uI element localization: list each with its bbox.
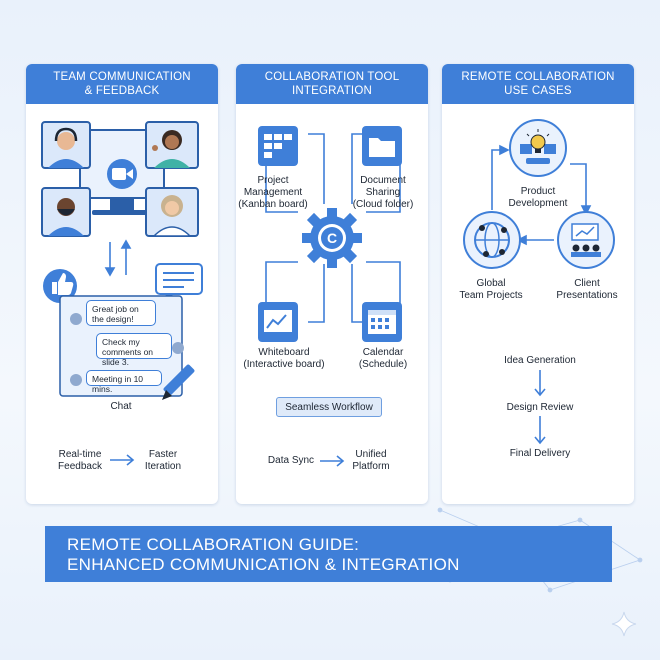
case-client-label: Client Presentations — [548, 278, 626, 302]
seamless-workflow-badge: Seamless Workflow — [276, 397, 382, 417]
gear-hub-icon — [302, 208, 362, 268]
integration-panel-header: COLLABORATION TOOL INTEGRATION — [236, 64, 428, 104]
tool-document-line1: Document — [360, 175, 406, 186]
case-global-line1: Global — [476, 278, 506, 289]
use-cases-panel-header: REMOTE COLLABORATION USE CASES — [442, 64, 634, 104]
tool-project-line2: Management — [243, 187, 303, 198]
case-product-label: Product Development — [503, 186, 573, 210]
chat-bubble-icon — [155, 263, 203, 302]
tool-calendar-line2: (Schedule) — [358, 359, 408, 370]
use-cases-cycle — [463, 119, 615, 269]
lightbulb-icon — [509, 119, 567, 177]
tool-calendar-label: Calendar (Schedule) — [346, 347, 420, 371]
pencil-icon — [162, 364, 195, 400]
case-global-line2: Team Projects — [459, 290, 523, 301]
tool-document-line3: (Cloud folder) — [352, 199, 414, 210]
tool-whiteboard-label: Whiteboard (Interactive board) — [234, 347, 334, 371]
integration-title-line1: COLLABORATION TOOL — [264, 71, 400, 83]
kanban-icon — [258, 126, 298, 166]
hub-letter: C — [327, 230, 337, 246]
tool-whiteboard-line2: (Interactive board) — [243, 359, 325, 370]
case-global-label: Global Team Projects — [450, 278, 532, 302]
banner-line1: REMOTE COLLABORATION GUIDE: — [67, 535, 360, 554]
tool-whiteboard-line1: Whiteboard — [258, 347, 310, 358]
globe-icon — [463, 211, 521, 269]
communication-title-line2: & FEEDBACK — [84, 85, 160, 97]
chat-avatar-icon — [70, 313, 184, 386]
chat-message-3: Meeting in 10 mins. — [86, 370, 162, 394]
use-cases-title-line1: REMOTE COLLABORATION — [461, 71, 615, 83]
banner-line2: ENHANCED COMMUNICATION & INTEGRATION — [67, 555, 460, 574]
step-idea-generation: Idea Generation — [504, 355, 576, 366]
use-cases-title-line2: USE CASES — [504, 85, 572, 97]
participant-tile-4 — [145, 187, 199, 237]
step-final-delivery: Final Delivery — [509, 448, 571, 459]
case-client-line2: Presentations — [556, 290, 618, 301]
flow-right-line1: Faster — [148, 449, 178, 460]
unified-platform-label: Unified Platform — [346, 449, 396, 473]
tool-project-line3: (Kanban board) — [238, 199, 308, 210]
unified-line2: Platform — [352, 461, 390, 472]
whiteboard-icon — [258, 302, 298, 342]
cycle-arrows — [491, 144, 592, 246]
flow-right-line2: Iteration — [144, 461, 182, 472]
integration-diagram: C — [258, 126, 402, 342]
participant-tile-2 — [145, 121, 199, 169]
chat-message-1: Great job on the design! — [86, 300, 156, 326]
case-client-line1: Client — [574, 278, 600, 289]
chat-label: Chat — [110, 401, 132, 412]
calendar-icon — [362, 302, 402, 342]
folder-icon — [362, 126, 402, 166]
tool-document-line2: Sharing — [365, 187, 401, 198]
integration-title-line2: INTEGRATION — [292, 85, 372, 97]
thumbs-up-icon — [43, 269, 77, 303]
tool-project-label: Project Management (Kanban board) — [238, 175, 308, 211]
case-product-line2: Development — [508, 198, 568, 209]
tool-document-label: Document Sharing (Cloud folder) — [348, 175, 418, 211]
flow-left-line2: Feedback — [58, 461, 102, 472]
chat-message-2: Check my comments on slide 3. — [96, 333, 172, 367]
guide-banner: REMOTE COLLABORATION GUIDE: ENHANCED COM… — [45, 526, 612, 582]
case-product-line1: Product — [520, 186, 556, 197]
unified-line1: Unified — [355, 449, 387, 460]
step-arrows — [534, 370, 546, 445]
sparkle-icon — [611, 611, 637, 637]
presentation-icon — [557, 211, 615, 269]
video-camera-icon — [107, 159, 137, 189]
tool-project-line1: Project — [257, 175, 289, 186]
flow-arrow-icon — [320, 455, 345, 467]
flow-left-line1: Real-time — [58, 449, 102, 460]
participant-tile-3 — [41, 187, 91, 237]
tool-calendar-line1: Calendar — [362, 347, 404, 358]
data-sync-label: Data Sync — [267, 455, 315, 466]
sync-arrows-icon — [104, 239, 132, 277]
flow-right-label: Faster Iteration — [136, 449, 190, 473]
participant-tile-1 — [41, 121, 91, 169]
step-design-review: Design Review — [506, 402, 574, 413]
communication-panel-header: TEAM COMMUNICATION & FEEDBACK — [26, 64, 218, 104]
communication-title-line1: TEAM COMMUNICATION — [53, 71, 191, 83]
flow-left-label: Real-time Feedback — [50, 449, 110, 473]
flow-arrow-icon — [110, 454, 135, 466]
